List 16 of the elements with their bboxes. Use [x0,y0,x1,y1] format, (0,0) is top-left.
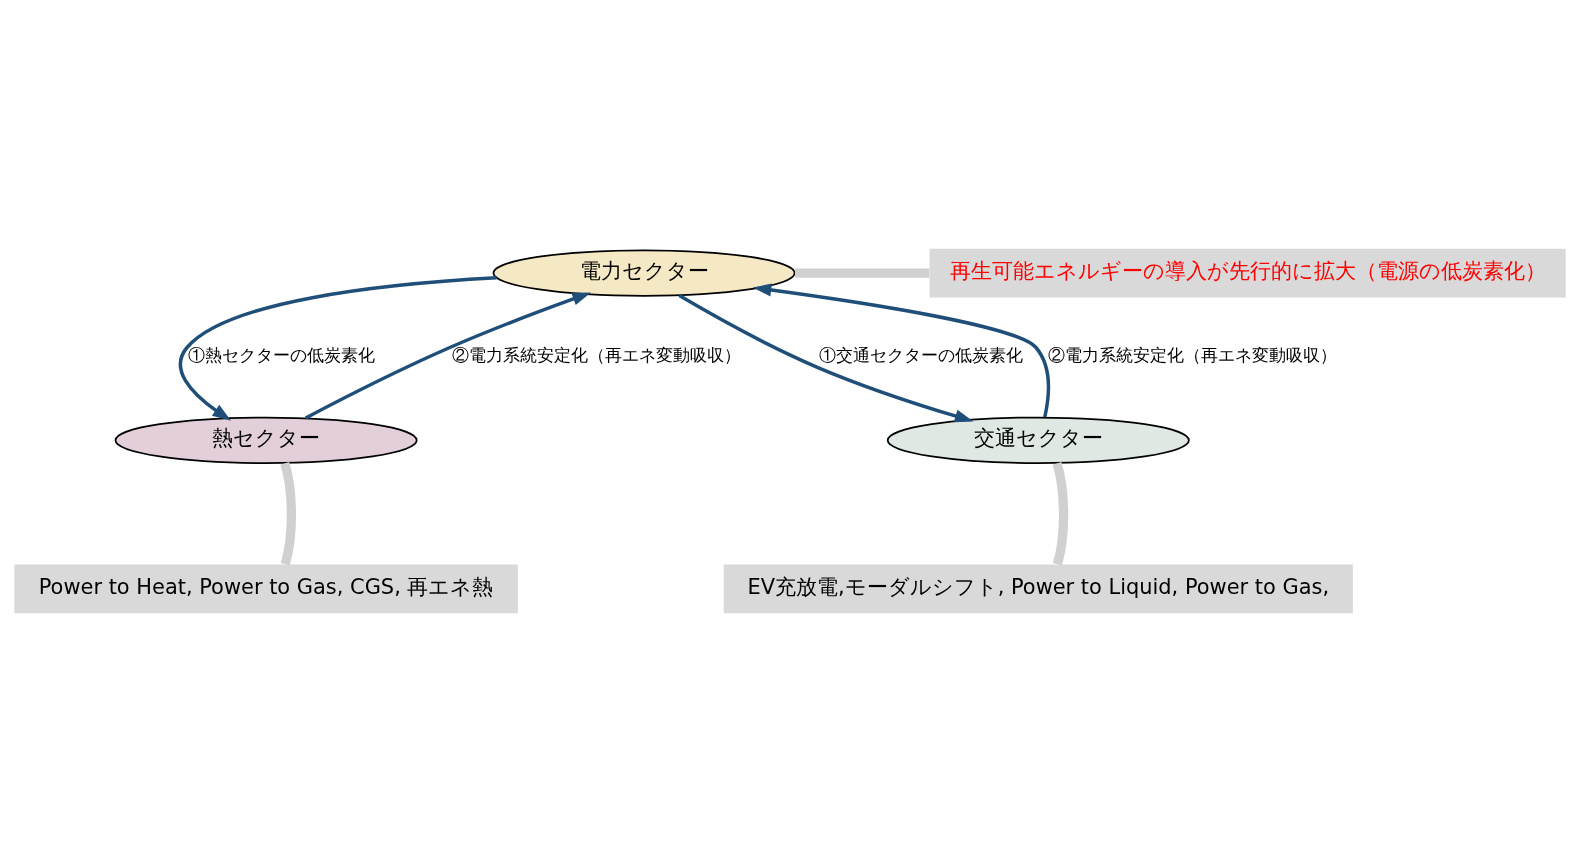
arrow [752,283,1051,417]
node-box: 再生可能エネルギーの導入が先行的に拡大（電源の低炭素化） [929,248,1566,297]
node-box: EV充放電,モーダルシフト, Power to Liquid, Power to Gas, [723,564,1353,613]
node-ellipse: 交通セクター [886,416,1190,464]
connector [794,267,930,278]
connector [1052,461,1069,565]
edge-label: ②電力系統安定化（再エネ変動吸収） [1047,344,1337,365]
connector [280,461,296,565]
edge-label: ②電力系統安定化（再エネ変動吸収） [452,344,742,365]
node-ellipse: 熱セクター [114,416,418,464]
edge-label: ①交通セクターの低炭素化 [818,344,1023,365]
node-box: Power to Heat, Power to Gas, CGS, 再エネ熱 [14,564,518,613]
arrow [678,293,974,422]
arrow [304,292,592,419]
arrow [178,275,497,421]
edge-label: ①熱セクターの低炭素化 [188,344,376,365]
